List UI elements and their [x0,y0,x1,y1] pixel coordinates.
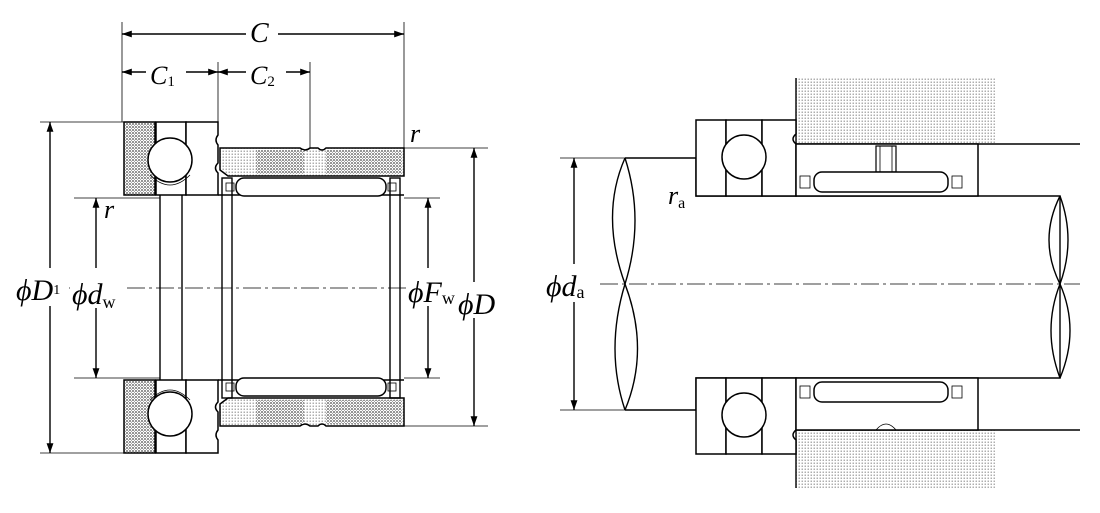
r-outer-washer-bottom [695,377,727,455]
label-C1: C1 [150,61,175,90]
label-dw: ϕdw [72,278,116,312]
label-Fw: ϕFw [408,276,455,309]
label-D: ϕD [458,288,496,321]
left-bearing-view: C C1 C2 r r ϕD1 ϕdw ϕFw ϕD [14,16,502,454]
label-C: C [250,18,269,49]
inner-ring-bottom [185,379,219,454]
label-ra: ra [668,181,685,212]
r-needle-roller-bottom [813,381,949,403]
label-C2: C2 [250,61,275,90]
inner-ring-top [185,121,219,196]
r-ball-top [721,134,767,180]
r-needle-roller-top [813,171,949,193]
label-D1: ϕD1 [16,274,60,307]
housing-top [796,78,996,144]
needle-roller-bottom [235,377,387,397]
r-inner-ring-top [761,119,797,197]
label-r-top: r [410,119,421,148]
r-inner-ring-bottom [761,377,797,455]
label-r-left: r [104,195,115,224]
needle-roller-top [235,177,387,197]
housing-bottom [796,430,996,488]
r-ball-bottom [721,392,767,438]
ball-top [147,137,193,183]
label-da: ϕda [546,270,585,303]
ball-bottom [147,391,193,437]
right-mounted-view: ϕda ra [544,78,1080,488]
